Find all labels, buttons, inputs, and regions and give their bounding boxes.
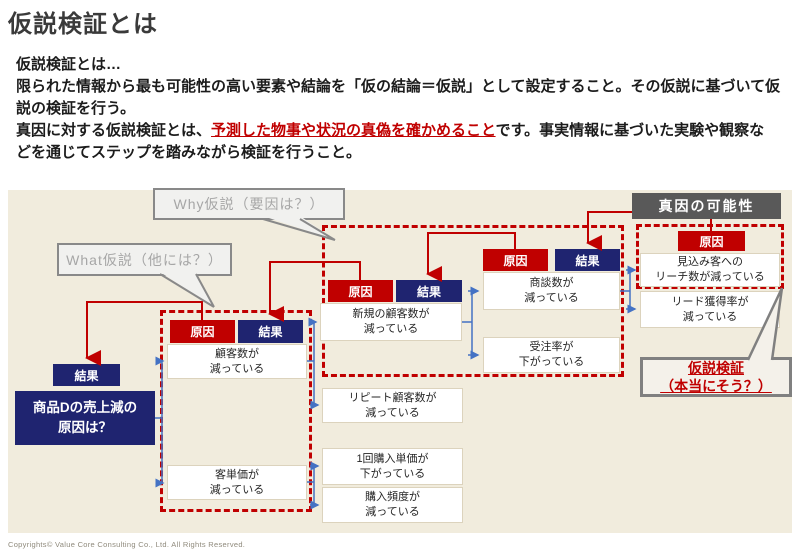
- intro-line-4-pre: 真因に対する仮説検証とは、: [16, 122, 212, 139]
- node-unit-price-decreasing: 客単価が 減っている: [167, 465, 307, 500]
- node-order-rate-dropping: 受注率が 下がっている: [483, 337, 620, 373]
- node-deals-decreasing: 商談数が 減っている: [483, 272, 620, 310]
- result-label-2: 結果: [396, 280, 462, 302]
- node-purchase-frequency-decreasing: 購入頻度が 減っている: [322, 487, 463, 523]
- intro-line-1: 仮説検証とは…: [16, 56, 122, 73]
- page-title: 仮説検証とは: [8, 11, 158, 38]
- intro-line-4-post: です。事実情報に基づいた実験や観察な: [495, 122, 765, 139]
- node-root-question: 商品Dの売上減の 原因は？: [15, 391, 155, 445]
- true-cause-header: 真因の可能性: [632, 193, 781, 219]
- node-customers-decreasing: 顧客数が 減っている: [167, 344, 307, 379]
- what-hypothesis-callout: What仮説（他には？）: [57, 243, 232, 276]
- intro-text: 仮説検証とは… 限られた情報から最も可能性の高い要素や結論を「仮の結論＝仮説」と…: [16, 54, 796, 164]
- cause-label-3: 原因: [483, 249, 548, 271]
- intro-line-3: 説の検証を行う。: [16, 100, 136, 117]
- copyright-text: Copyrights© Value Core Consulting Co., L…: [8, 540, 246, 549]
- result-label-root: 結果: [53, 364, 120, 386]
- result-label-1: 結果: [238, 320, 303, 343]
- node-purchase-price-dropping: 1回購入単価が 下がっている: [322, 448, 463, 485]
- result-label-3: 結果: [555, 249, 620, 271]
- node-lead-rate-decreasing: リード獲得率が 減っている: [640, 291, 780, 328]
- what-callout-tail: [159, 272, 215, 308]
- intro-line-5: どを通じてステップを踏みながら検証を行うこと。: [16, 144, 362, 161]
- cause-label-2: 原因: [328, 280, 393, 302]
- node-new-customers-decreasing: 新規の顧客数が 減っている: [320, 303, 462, 341]
- intro-line-2: 限られた情報から最も可能性の高い要素や結論を「仮の結論＝仮説」として設定すること…: [16, 78, 781, 95]
- cause-label-1: 原因: [170, 320, 235, 343]
- diagram-panel: 結果 商品Dの売上減の 原因は？ 原因 結果 顧客数が 減っている 客単価が 減…: [8, 188, 792, 533]
- verification-callout: 仮説検証 （本当にそう？）: [640, 357, 792, 397]
- node-prospect-reach-decreasing: 見込み客への リーチ数が減っている: [640, 253, 780, 287]
- intro-line-4: 真因に対する仮説検証とは、予測した物事や状況の真偽を確かめることです。事実情報に…: [16, 120, 796, 142]
- why-hypothesis-callout: Why仮説（要因は？）: [153, 188, 345, 220]
- intro-highlight-red: 予測した物事や状況の真偽を確かめること: [211, 122, 496, 139]
- cause-label-4: 原因: [678, 231, 745, 251]
- node-repeat-customers-decreasing: リピート顧客数が 減っている: [322, 388, 463, 423]
